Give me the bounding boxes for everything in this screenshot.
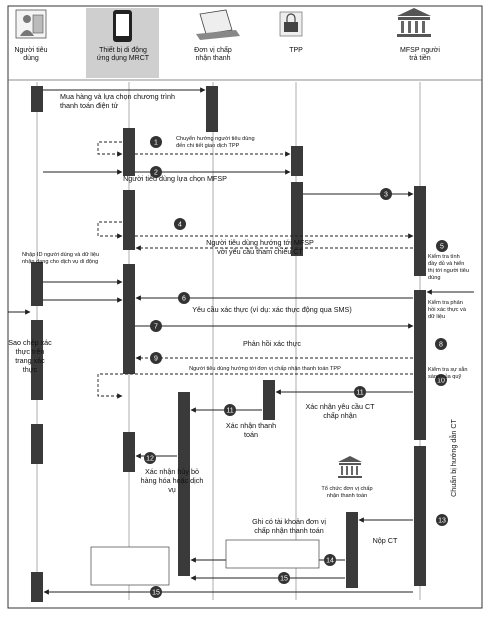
merchant-building-icon [338,456,362,478]
svg-text:12: 12 [146,456,154,463]
step-badge: 9 [150,352,162,364]
step-badge: 13 [436,514,448,526]
step-badge: 4 [174,218,186,230]
svg-text:11: 11 [356,390,363,397]
step-badge: 12 [144,452,156,464]
consumer-icon [15,9,47,39]
note-optional-consumer [90,546,170,586]
bank-icon [397,8,431,37]
note-prepare-ct: Chuẩn bị hướng dẫn CT [449,418,458,496]
svg-text:9: 9 [154,356,158,363]
step-badge: 3 [380,188,392,200]
participant-label-tpp: TPP [289,47,303,54]
svg-text:8: 8 [439,342,443,349]
svg-text:15: 15 [152,590,160,597]
msg-step-7: Phản hồi xác thực [243,339,301,348]
msg-step-2: Người tiêu dùng lựa chọn MFSP [123,174,227,183]
svg-text:6: 6 [182,296,186,303]
svg-text:4: 4 [178,222,182,229]
activation-bars [31,86,426,602]
merchant-laptop-icon [196,9,240,40]
msg-ct-submit: Nộp CT [373,536,398,545]
step-badge: 15 [150,586,162,598]
step-badge: 5 [436,240,448,252]
svg-text:11: 11 [226,408,233,415]
svg-text:5: 5 [440,244,444,251]
step-badge: 10 [435,374,447,386]
step-badge: 8 [435,338,447,350]
mobile-device-icon [86,8,159,78]
step-badge: 11 [224,404,236,416]
msg-step-6: Yêu cầu xác thực (ví dụ: xác thực động q… [192,305,351,314]
svg-text:13: 13 [438,518,446,525]
step-badge: 1 [150,136,162,148]
step-badge: 11 [354,386,366,398]
step-badge: 2 [150,166,162,178]
msg-step-9: Người tiêu dùng hướng tới đơn vị chấp nh… [189,366,341,372]
step-badge: 15 [278,572,290,584]
svg-text:15: 15 [280,576,288,583]
svg-text:7: 7 [154,324,158,331]
svg-text:3: 3 [384,192,388,199]
step-badge: 14 [324,554,336,566]
svg-text:10: 10 [437,378,445,385]
diagram-frame [7,5,483,609]
tpp-icon [279,11,303,37]
svg-text:14: 14 [326,558,334,565]
step-badge: 7 [150,320,162,332]
step-badge: 6 [178,292,190,304]
svg-text:2: 2 [154,170,158,177]
note-optional-merchant [225,539,320,569]
svg-text:1: 1 [154,140,158,147]
